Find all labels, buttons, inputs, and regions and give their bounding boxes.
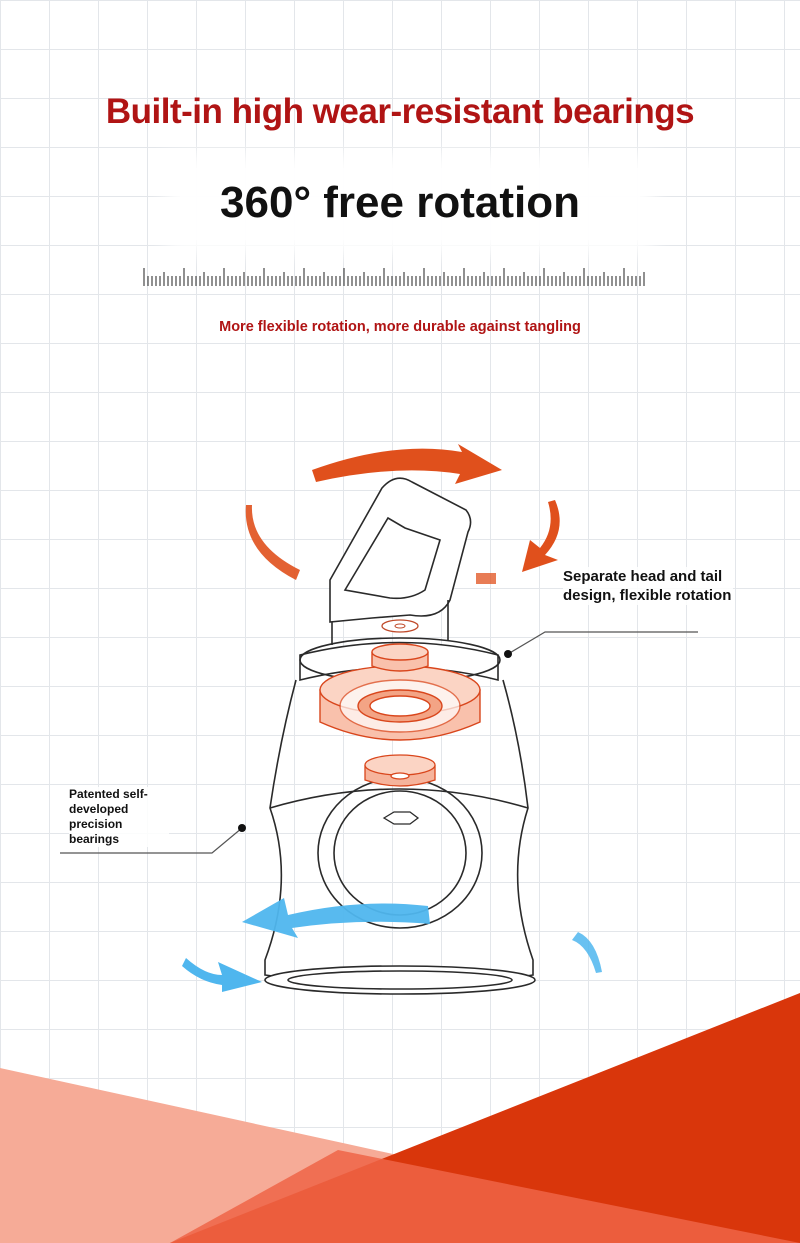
headline: Built-in high wear-resistant bearings — [105, 92, 695, 131]
hex-nut — [382, 811, 420, 825]
callout-head-tail: Separate head and tail design, flexible … — [563, 567, 733, 605]
lower-washer — [364, 754, 436, 787]
subheadline: 360° free rotation — [220, 178, 580, 227]
callout-bearings: Patented self-developed precision bearin… — [69, 787, 169, 847]
ruler-decoration — [143, 268, 645, 286]
hook-loop — [329, 477, 472, 645]
leader-lines — [60, 631, 698, 854]
subhead-backdrop — [180, 168, 640, 240]
overlap-triangle — [170, 1150, 800, 1243]
top-washer — [381, 619, 419, 633]
bearing — [319, 643, 481, 741]
rotation-arrow-blue — [182, 898, 602, 992]
tagline: More flexible rotation, more durable aga… — [219, 319, 581, 335]
